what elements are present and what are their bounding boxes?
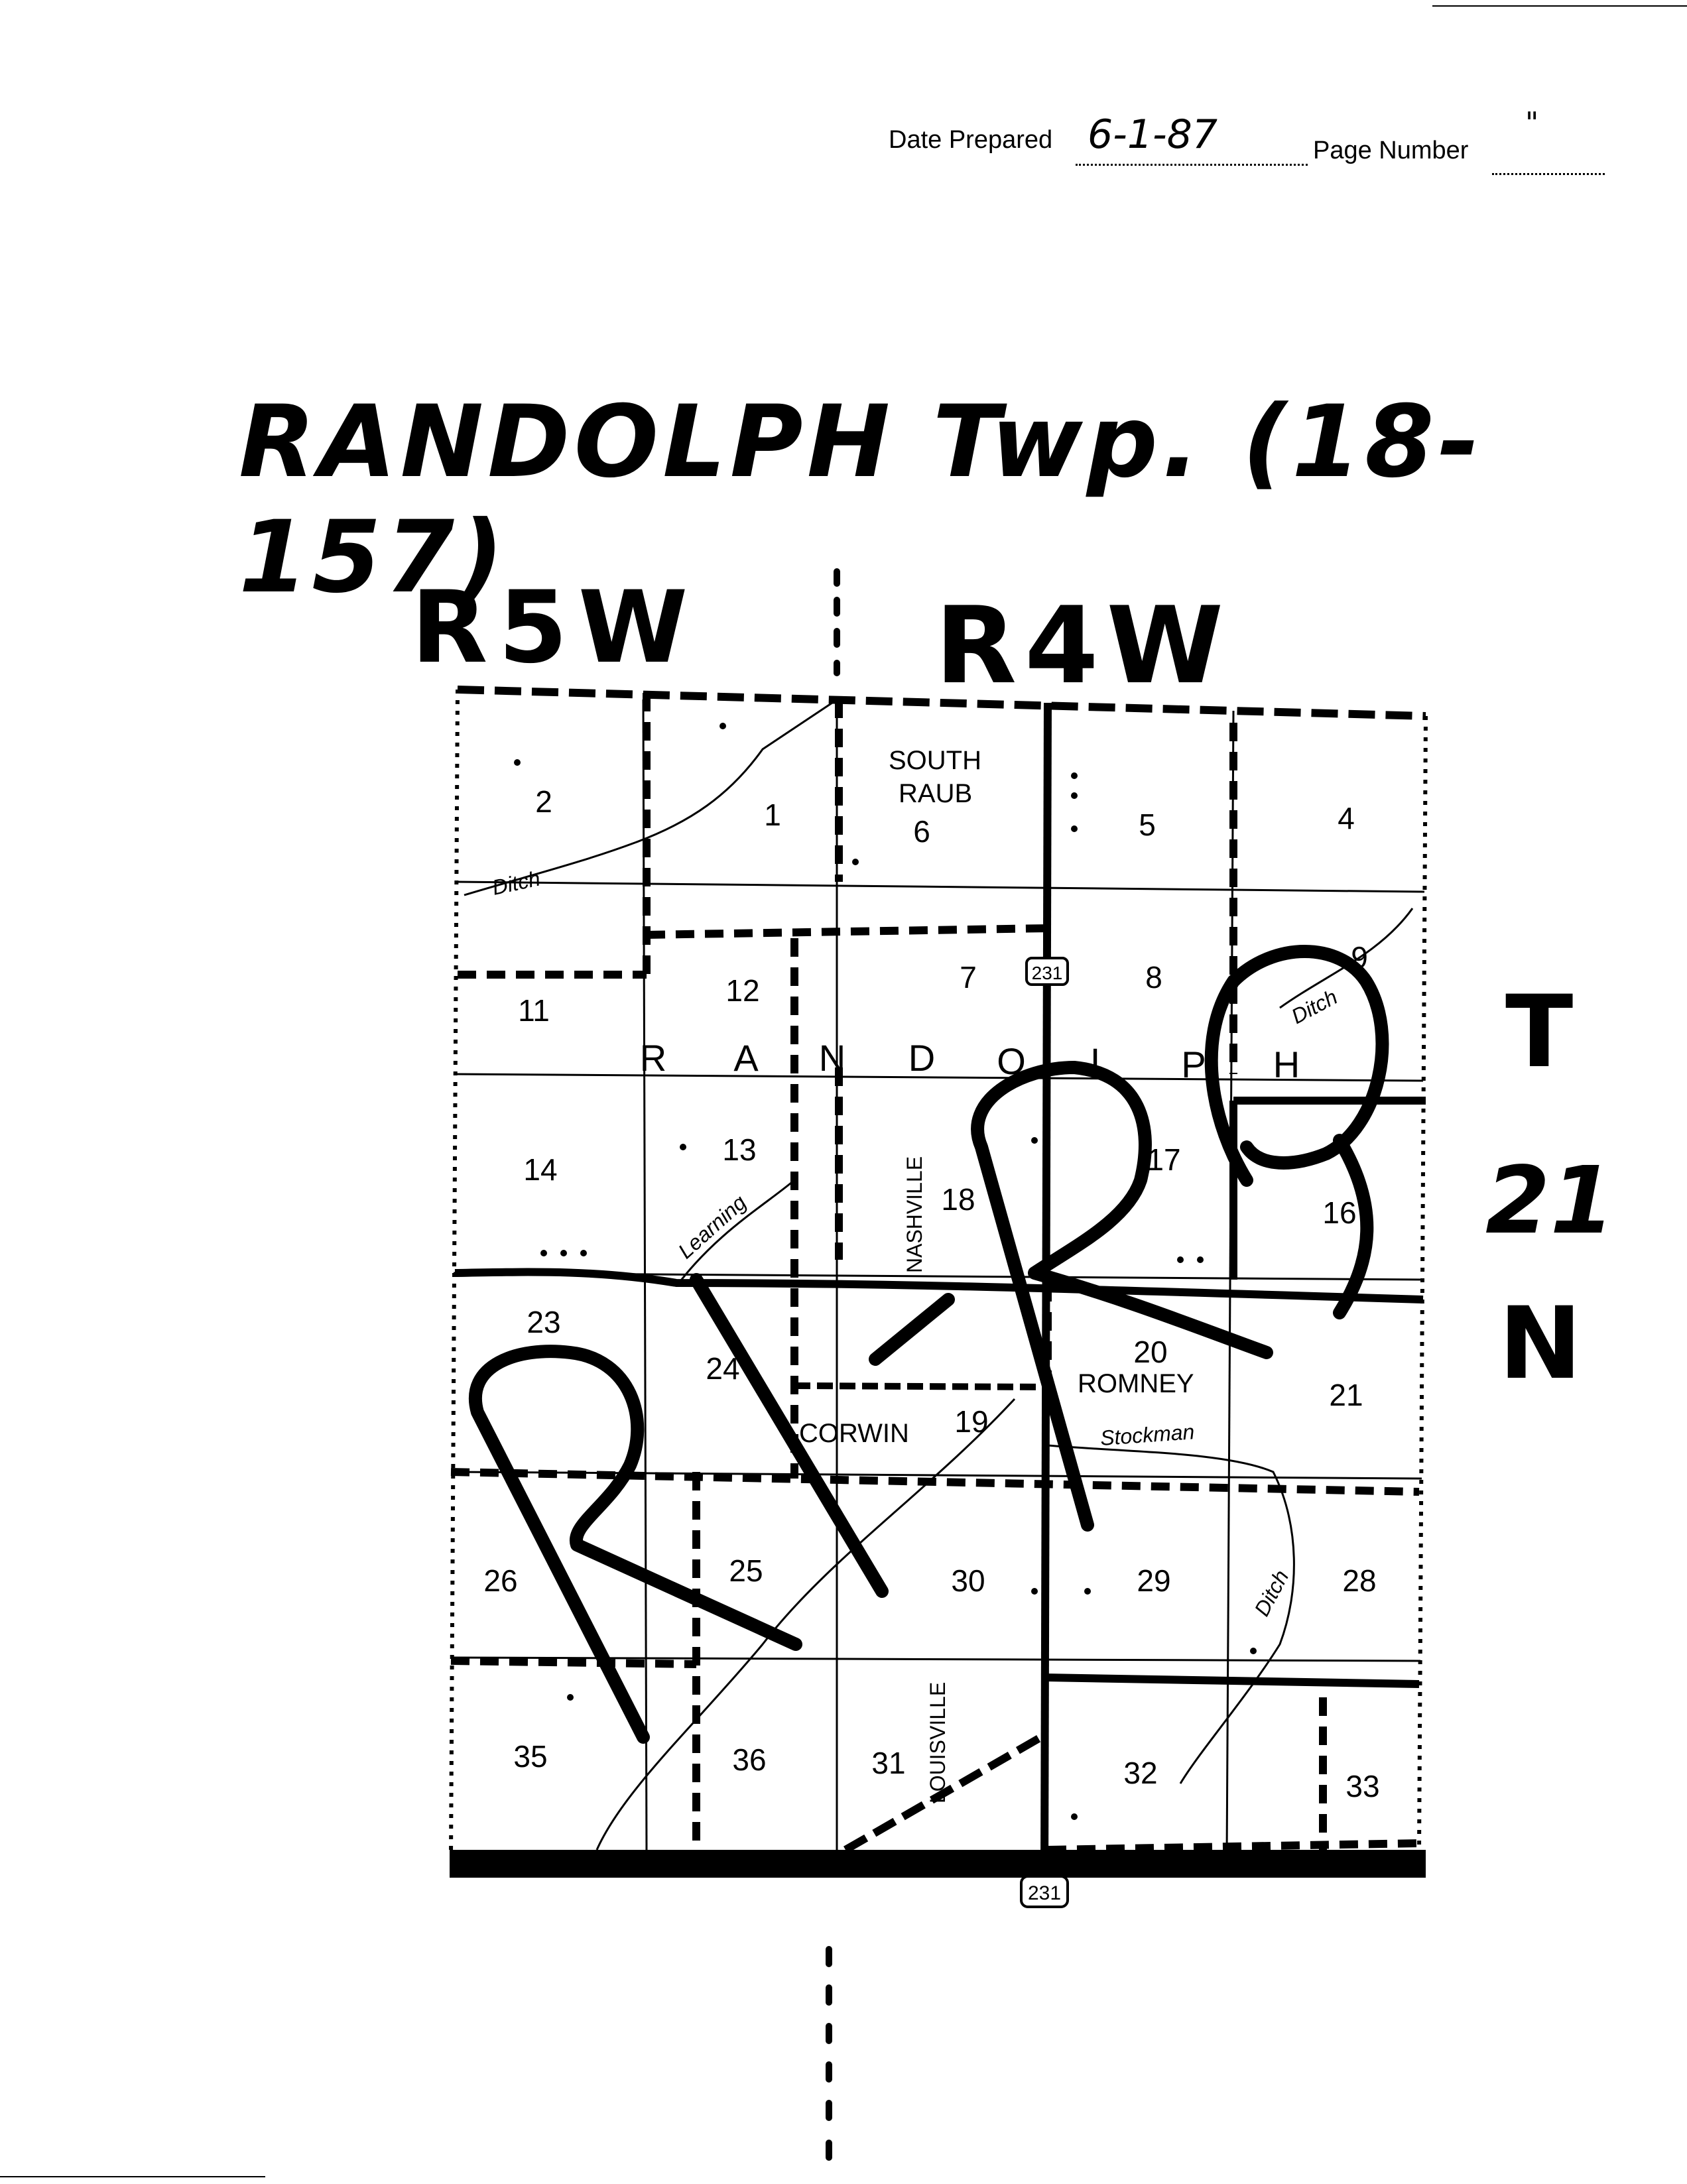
section-number: 25	[729, 1553, 763, 1588]
section-number: 14	[523, 1152, 557, 1187]
township-letter: O	[997, 1040, 1026, 1082]
corwin-road	[794, 1382, 1045, 1390]
township-letter: A	[733, 1037, 759, 1079]
section-number: 17	[1147, 1142, 1180, 1177]
waterway-label: Ditch	[1249, 1566, 1293, 1620]
date-underline	[1076, 162, 1308, 166]
township-label-n: N	[1499, 1286, 1582, 1402]
place-raub: RAUB	[899, 779, 972, 808]
handwritten-annotations	[468, 945, 1389, 1744]
page-title: RANDOLPH Twp. (18-157)	[239, 385, 1483, 615]
place-south: SOUTH	[889, 746, 981, 775]
section-number: 20	[1133, 1335, 1167, 1369]
highway-shield-label: 231	[1032, 963, 1063, 983]
township-label-t: T	[1505, 975, 1574, 1090]
top-rule	[1432, 5, 1687, 7]
section-number: 2	[535, 784, 552, 819]
section-number: 31	[871, 1746, 905, 1780]
section-number: 32	[1123, 1756, 1157, 1790]
highway-shield-231-south: 231	[1020, 1875, 1069, 1908]
township-letter: N	[819, 1037, 845, 1079]
section-number: 12	[725, 973, 759, 1008]
section-number: 1	[764, 798, 781, 832]
road-labels: NASHVILLE LOUISVILLE 231 231	[903, 957, 1069, 1908]
section-number: 4	[1338, 801, 1355, 835]
township-letter: P	[1181, 1044, 1206, 1085]
section-number: 28	[1342, 1563, 1376, 1598]
page-number-label: Page Number	[1313, 137, 1469, 164]
section-number: 36	[732, 1742, 766, 1777]
south-boundary-band	[450, 1850, 1426, 1878]
township-letter: R	[640, 1037, 666, 1079]
place-corwin: CORWIN	[799, 1419, 909, 1448]
section-number: 6	[913, 814, 930, 849]
section-number: 30	[951, 1563, 985, 1598]
building-markers	[514, 723, 1257, 1820]
range-right-label: R4W	[935, 583, 1232, 707]
township-name: R A N D O L P H	[640, 1037, 1300, 1085]
road-label-nashville: NASHVILLE	[903, 1156, 926, 1273]
township-letter: L	[1090, 1040, 1111, 1082]
waterway-label: Stockman	[1099, 1420, 1195, 1450]
section-number: 24	[706, 1351, 739, 1386]
section-number: 11	[518, 993, 550, 1028]
date-prepared-value: 6-1-87	[1088, 111, 1218, 158]
section-number: 23	[527, 1305, 560, 1339]
bottom-rule	[0, 2176, 265, 2177]
page-number-underline	[1492, 171, 1605, 175]
section-number: 33	[1345, 1769, 1379, 1803]
section-number: 16	[1322, 1195, 1356, 1230]
place-romney: ROMNEY	[1078, 1369, 1194, 1398]
section-number: 21	[1329, 1378, 1363, 1412]
place-names: SOUTH RAUB ROMNEY CORWIN	[799, 746, 1194, 1448]
section-number: 19	[954, 1404, 988, 1439]
range-divider-line	[826, 568, 840, 2161]
section-number: 18	[941, 1182, 975, 1217]
section-number: 35	[513, 1739, 547, 1774]
township-label-number: 21	[1485, 1147, 1615, 1255]
highway-shield-label: 231	[1028, 1882, 1061, 1904]
waterway-label: Ditch	[1287, 985, 1341, 1028]
township-letter: H	[1273, 1044, 1300, 1085]
page-number-value: "	[1525, 106, 1539, 140]
section-number: 29	[1137, 1563, 1170, 1598]
waterway-label: Learning	[674, 1190, 751, 1263]
section-number: 8	[1145, 960, 1162, 995]
highway-shield-231: 231	[1025, 957, 1069, 986]
section-number: 9	[1351, 940, 1368, 975]
section-number: 7	[960, 960, 977, 995]
township-letter: D	[908, 1037, 935, 1079]
waterway-label: Ditch	[490, 866, 542, 899]
road-label-louisville: LOUISVILLE	[926, 1682, 950, 1803]
section-number: 26	[483, 1563, 517, 1598]
range-left-label: R5W	[411, 570, 699, 686]
section-number: 13	[722, 1132, 756, 1167]
highway-east-west	[454, 1268, 1424, 1304]
section-number: 5	[1139, 808, 1156, 842]
date-prepared-label: Date Prepared	[889, 126, 1053, 154]
section-numbers: 2 1 6 5 4 11 12 7 8 9 14 13 18 17 16 23 …	[483, 784, 1379, 1803]
